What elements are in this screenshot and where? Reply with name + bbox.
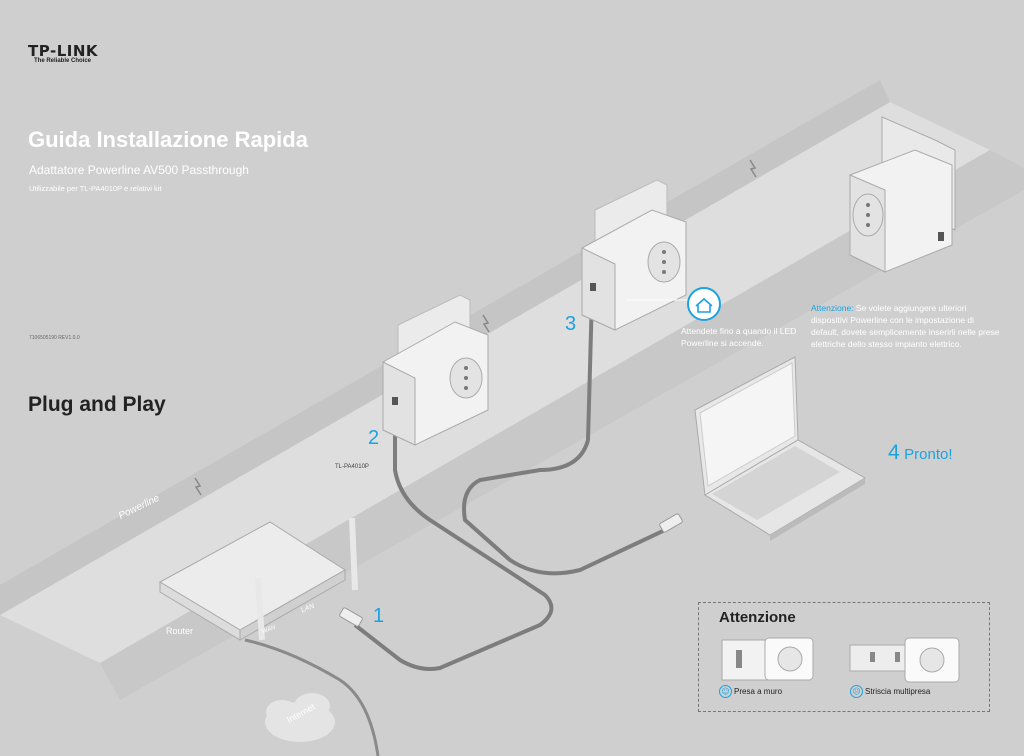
step-4-number: 4 [888, 441, 900, 464]
attention-box-title: Attenzione [719, 609, 796, 626]
attention-box [698, 602, 990, 712]
laptop [694, 356, 866, 541]
step-3-note: Attendete fino a quando il LED Powerline… [681, 326, 797, 348]
router [158, 517, 358, 641]
step-3-number: 3 [565, 313, 577, 335]
model-label: TL-PA4010P [335, 464, 369, 470]
section-title: Plug and Play [28, 393, 166, 416]
lightning-icon [194, 477, 202, 496]
logo-tagline: The Reliable Choice [34, 58, 92, 64]
cable-internet [244, 638, 380, 756]
power-strip-label: Striscia multipresa [865, 687, 931, 696]
step-4-ready: 4 Pronto! [888, 441, 953, 465]
lightning-icon [749, 159, 757, 178]
powerline-adapter-2 [382, 294, 489, 446]
ethernet-plug-icon [339, 607, 363, 627]
tplink-logo: TP-LINK [28, 42, 99, 60]
frown-icon: ☹ [850, 685, 863, 698]
internet-cloud-icon [265, 693, 335, 742]
home-led-icon [687, 287, 721, 321]
router-label: Router [166, 626, 194, 636]
step-1-number: 1 [373, 605, 385, 627]
attention-text: Se volete aggiungere ulteriori dispositi… [811, 303, 1000, 349]
attention-label: Attenzione: [811, 303, 854, 313]
wall-socket-illustration [721, 637, 814, 681]
ready-text: Pronto! [904, 446, 953, 463]
document-code: 7106505190 REV1.0.0 [29, 335, 80, 341]
powerline-adapter-example [849, 116, 956, 273]
powerline-wall-top [0, 102, 990, 663]
product-subtitle: Adattatore Powerline AV500 Passthrough [29, 163, 249, 177]
step-2-number: 2 [368, 427, 380, 449]
attention-note: Attenzione: Se volete aggiungere ulterio… [811, 302, 1001, 350]
power-strip-illustration [849, 637, 960, 683]
smile-icon: ☺ [719, 685, 732, 698]
cable-router-adapter [353, 402, 554, 671]
page-title: Guida Installazione Rapida [28, 127, 308, 152]
compatibility-text: Utilizzabile per TL-PA4010P e relativi k… [29, 184, 162, 193]
ethernet-plug-icon [659, 513, 683, 533]
lightning-icon [482, 314, 490, 333]
cable-adapter-laptop [462, 294, 666, 576]
wall-socket-label: Presa a muro [734, 687, 783, 696]
